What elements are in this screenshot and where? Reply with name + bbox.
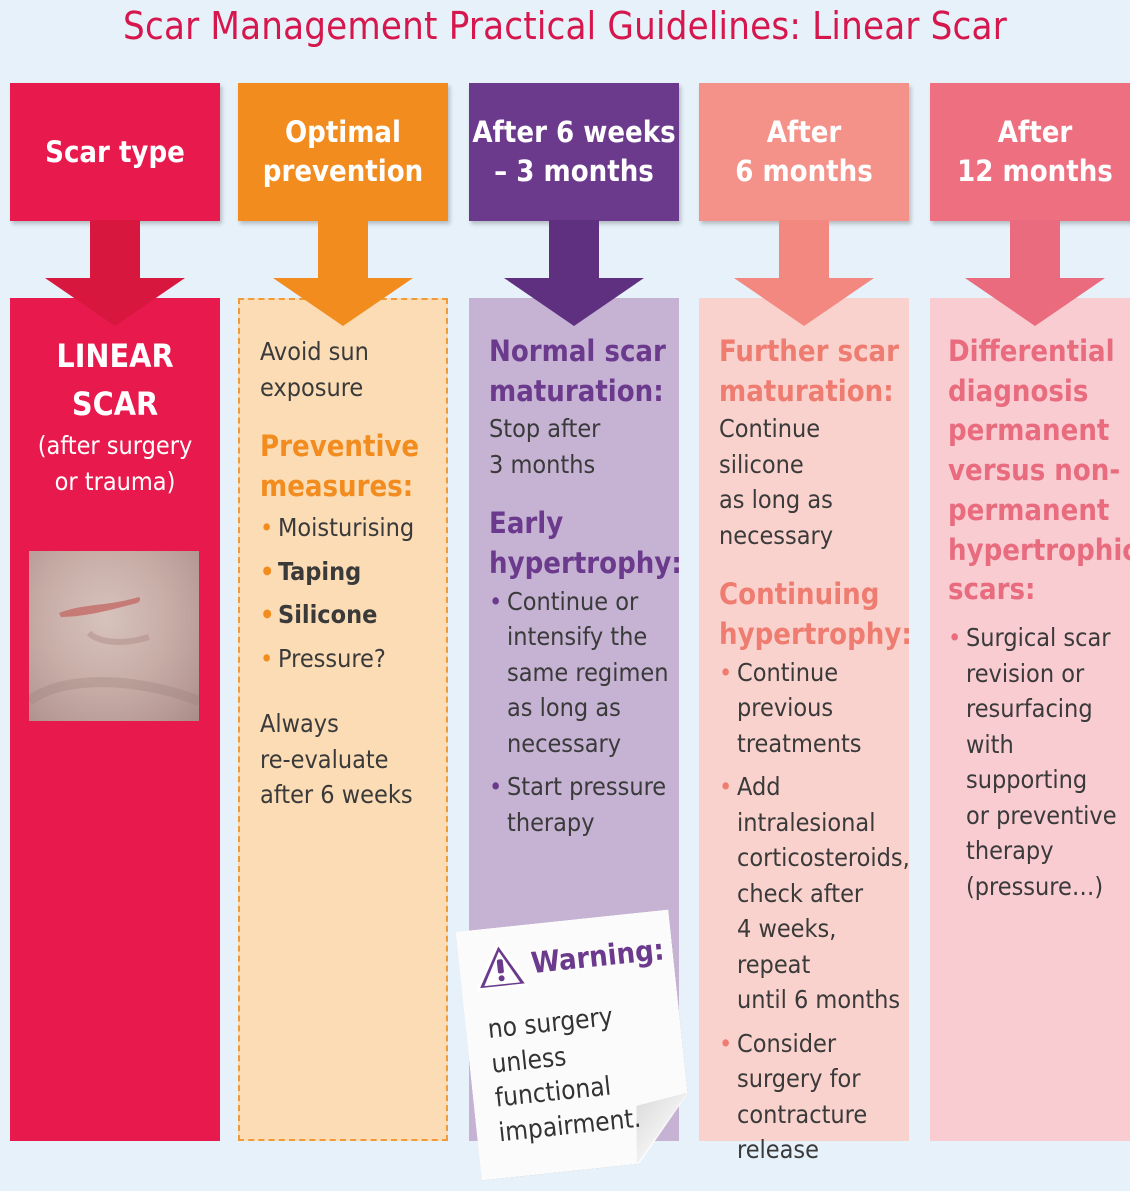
continuing-hypertrophy-title: Continuing hypertrophy: xyxy=(719,575,903,654)
header-12-months: After 12 months xyxy=(930,83,1130,221)
list-item: Start pressure therapy xyxy=(489,769,673,840)
linear-scar-heading: LINEAR SCAR xyxy=(18,332,212,428)
list-item: Continue previous treatments xyxy=(719,655,903,762)
early-hypertrophy-title: Early hypertrophy: xyxy=(489,504,673,583)
column-12-months: Differential diagnosis permanent versus … xyxy=(930,298,1130,1141)
header-label: After 6 weeks – 3 months xyxy=(472,113,675,190)
header-optimal-prevention: Optimal prevention xyxy=(238,83,448,221)
continuing-hypertrophy-list: Continue previous treatments Add intrale… xyxy=(719,655,903,1168)
header-6-weeks-3-months: After 6 weeks – 3 months xyxy=(469,83,679,221)
normal-maturation-title: Normal scar maturation: xyxy=(489,332,673,411)
down-arrow-icon xyxy=(729,220,879,326)
measure-item: Moisturising xyxy=(260,510,440,546)
down-arrow-icon xyxy=(499,220,649,326)
list-item: Continue or intensify the same regimen a… xyxy=(489,584,673,762)
preventive-measures-list: Moisturising Taping Silicone Pressure? xyxy=(260,510,440,676)
down-arrow-icon xyxy=(960,220,1110,326)
differential-diagnosis-list: Surgical scar revision or resurfacing wi… xyxy=(948,620,1130,904)
warning-text: no surgery unless functional impairment. xyxy=(486,995,670,1150)
normal-maturation-text: Stop after 3 months xyxy=(489,411,673,482)
down-arrow-icon xyxy=(40,220,190,326)
column-optimal-prevention: Avoid sun exposure Preventive measures: … xyxy=(238,298,448,1141)
sun-advice: Avoid sun exposure xyxy=(260,334,440,405)
scar-mark xyxy=(29,551,199,721)
list-item: Consider surgery for contracture release xyxy=(719,1026,903,1168)
column-scar-type: LINEAR SCAR (after surgery or trauma) xyxy=(10,298,220,1141)
header-label: After 12 months xyxy=(957,113,1113,190)
preventive-measures-title: Preventive measures: xyxy=(260,427,440,506)
differential-diagnosis-title: Differential diagnosis permanent versus … xyxy=(948,332,1130,610)
header-scar-type: Scar type xyxy=(10,83,220,221)
warning-note: Warning: no surgery unless functional im… xyxy=(456,910,695,1181)
linear-scar-subtitle: (after surgery or trauma) xyxy=(18,428,212,499)
list-item: Add intralesional corticosteroids, check… xyxy=(719,769,903,1018)
further-maturation-text: Continue silicone as long as necessary xyxy=(719,411,903,553)
column-6-months: Further scar maturation: Continue silico… xyxy=(699,298,909,1141)
header-label: Scar type xyxy=(45,133,185,172)
further-maturation-title: Further scar maturation: xyxy=(719,332,903,411)
re-evaluate-note: Always re-evaluate after 6 weeks xyxy=(260,706,440,813)
header-label: Optimal prevention xyxy=(263,113,423,190)
early-hypertrophy-list: Continue or intensify the same regimen a… xyxy=(489,584,673,841)
header-6-months: After 6 months xyxy=(699,83,909,221)
measure-item: Silicone xyxy=(260,597,440,633)
down-arrow-icon xyxy=(268,220,418,326)
measure-item: Taping xyxy=(260,554,440,590)
warning-triangle-icon xyxy=(471,939,530,992)
measure-item: Pressure? xyxy=(260,641,440,677)
header-label: After 6 months xyxy=(735,113,873,190)
list-item: Surgical scar revision or resurfacing wi… xyxy=(948,620,1130,904)
scar-photo xyxy=(29,551,199,721)
page-title: Scar Management Practical Guidelines: Li… xyxy=(0,4,1130,48)
